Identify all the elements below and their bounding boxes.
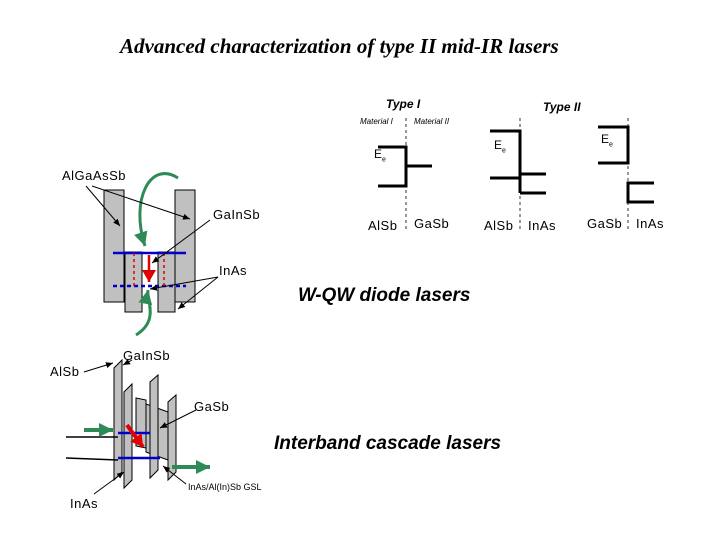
type2-left-bands [490,129,546,195]
wqw-label-inas: InAs [219,263,248,278]
type1-material2-label: Material II [414,117,450,126]
cascade-plate-6 [167,393,177,482]
wqw-leader-inas-right [177,276,219,310]
cascade-label-gainsb: GaInSb [123,348,171,363]
cascade-label-inas: InAs [70,496,99,511]
cascade-leader-gsl [162,465,187,485]
type1-band-diagram [378,118,432,232]
cascade-leader-inas [93,471,125,495]
wqw-label-algaassb: AlGaAsSb [62,168,126,183]
cascade-label-gasb: GaSb [194,399,230,414]
cascade-structure [65,358,210,495]
type1-right-material: GaSb [414,216,450,231]
type2-heading: Type II [543,100,581,114]
type2-energy-label-right: Ee [601,132,613,149]
type1-left-material: AlSb [368,218,398,233]
cascade-plate-5 [149,373,159,480]
wqw-barrier-left [103,189,125,303]
type2-label-alsb: AlSb [484,218,514,233]
wqw-green-arrow-in [134,172,179,247]
type1-heading: Type I [386,97,421,111]
cascade-heading: Interband cascade lasers [274,433,502,454]
type2-band-diagram-right [598,118,654,232]
cascade-label-alsb: AlSb [50,364,80,379]
wqw-leader-algaassb-left [85,185,121,227]
type2-label-inas-2: InAs [636,216,665,231]
wqw-leader-gainsb [151,219,211,264]
wqw-structure [85,172,219,337]
type1-energy-label: Ee [374,147,386,164]
cascade-plate-1 [113,358,123,482]
wqw-leader-inas-left [149,276,219,291]
slide-title: Advanced characterization of type II mid… [120,34,559,58]
type2-energy-label-left: Ee [494,138,506,155]
wqw-green-arrow-out [135,289,153,337]
type2-label-gasb: GaSb [587,216,623,231]
cascade-red-arrow [125,423,145,449]
type2-right-conduction [626,181,654,204]
cascade-leader-gasb [159,409,197,429]
cascade-leader-alsb [83,362,114,373]
wqw-heading: W-QW diode lasers [298,285,471,306]
cascade-label-gsl: InAs/Al(In)Sb GSL [188,482,262,492]
cascade-leader-gainsb [122,358,133,366]
wqw-leader-algaassb-right [91,185,191,220]
cascade-lead-in-2 [65,457,119,461]
type1-material1-label: Material I [360,117,393,126]
cascade-plate-2 [123,382,133,490]
type2-right-valence [598,125,630,165]
type2-label-inas-1: InAs [528,218,557,233]
wqw-label-gainsb: GaInSb [213,207,261,222]
wqw-well-right [157,251,176,313]
type2-band-diagram-left [490,118,546,232]
